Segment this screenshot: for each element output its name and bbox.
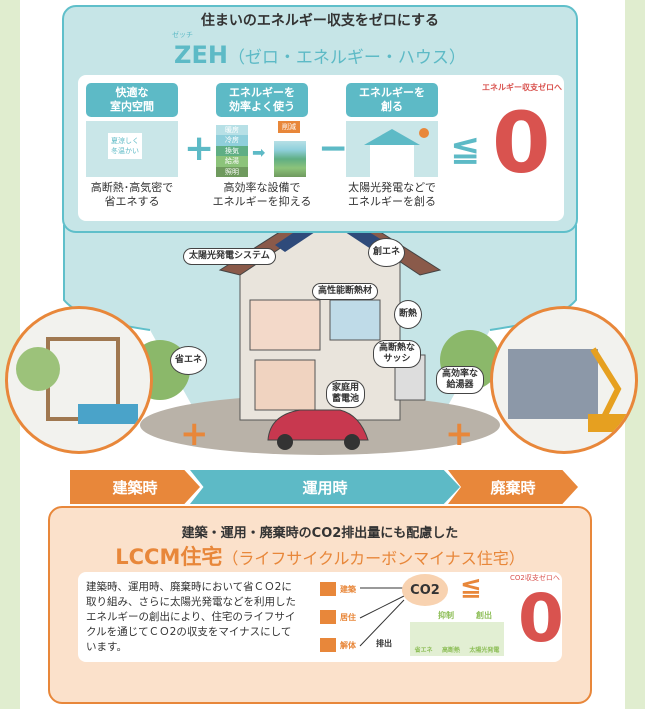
co2-cloud: CO2 [402, 574, 448, 606]
bar-heating: 暖房 [216, 125, 248, 136]
solar-house-picture [346, 121, 438, 177]
label-solar: 太陽光発電システム [183, 248, 276, 265]
measure-solar: 太陽光発電 [469, 647, 500, 654]
zeh-formula: 快適な 室内空間 夏涼しく 冬温かい 高断熱･高気密で 省エネする + エネルギ… [78, 75, 564, 221]
lccm-zero-note: CO2収支ゼロへ [510, 574, 560, 582]
zero-note: エネルギー収支ゼロへ [482, 83, 562, 92]
source-construction: 建築 [340, 585, 356, 594]
emit-label: 排出 [376, 639, 392, 648]
lccm-leq: ≦ [460, 572, 482, 602]
step1-header: 快適な 室内空間 [86, 83, 178, 117]
lccm-subtitle: 建築・運用・廃棄時のCO2排出量にも配慮した [181, 526, 459, 541]
measure-save-energy: 省エネ [414, 647, 433, 654]
house-snow-picture: 夏涼しく 冬温かい [86, 121, 178, 177]
phase-operation: 運用時 [190, 470, 460, 504]
label-sash: 高断熱な サッシ [373, 340, 422, 368]
step1-caption: 高断熱･高気密で 省エネする [90, 181, 174, 208]
source-living: 居住 [340, 613, 356, 622]
step2-header: エネルギーを 効率よく使う [216, 83, 308, 117]
reduced-bars [274, 141, 306, 177]
measure-insulation: 高断熱 [441, 647, 460, 654]
zeh-subtitle: 住まいのエネルギー収支をゼロにする [200, 13, 440, 29]
label-create-energy: 創エネ [368, 238, 406, 267]
lccm-title: LCCM住宅 [115, 545, 223, 569]
label-water-heater: 高効率な 給湯器 [436, 366, 485, 394]
suppress-label: 抑制 [438, 611, 454, 620]
lccm-body: 建築時、運用時、廃棄時において省ＣＯ2に取り組み、さらに太陽光発電などを利用した… [86, 581, 296, 653]
phase-disposal: 廃棄時 [448, 470, 578, 504]
lccm-content: 建築時、運用時、廃棄時において省ＣＯ2に取り組み、さらに太陽光発電などを利用した… [78, 572, 564, 662]
phase-construction: 建築時 [70, 470, 200, 504]
bar-hot-water: 給湯 [216, 156, 248, 167]
label-save-energy: 省エネ [170, 346, 208, 375]
plus-mark-right: + [445, 414, 474, 454]
minus-operator: − [318, 128, 349, 169]
energy-bars: 暖房 冷房 換気 給湯 照明 ➡ 削減 [216, 121, 308, 178]
zeh-title-paren: （ゼロ・エネルギー・ハウス） [227, 48, 466, 68]
plus-mark-left: + [180, 414, 209, 454]
demolition-scene [490, 306, 638, 454]
construction-scene [5, 306, 153, 454]
step3-header: エネルギーを 創る [346, 83, 438, 117]
right-side-strip [625, 0, 645, 709]
arrow-right-icon: ➡ [252, 143, 266, 162]
lccm-title-paren: （ライフサイクルカーボンマイナス住宅） [222, 549, 525, 568]
lccm-panel: 建築・運用・廃棄時のCO2排出量にも配慮した LCCM住宅（ライフサイクルカーボ… [48, 506, 592, 704]
emission-arrows [320, 582, 406, 652]
picture-text: 夏涼しく 冬温かい [108, 133, 142, 159]
label-battery: 家庭用 蓄電池 [326, 380, 366, 408]
leq-operator: ≦ [450, 128, 481, 169]
label-insulation: 断熱 [394, 300, 423, 329]
measures-box: 省エネ 高断熱 太陽光発電 [410, 622, 504, 656]
zeh-ruby: ゼッチ [172, 31, 193, 39]
lccm-zero-value: 0 [518, 580, 564, 657]
zeh-panel: 住まいのエネルギー収支をゼロにする ゼッチ ZEH（ゼロ・エネルギー・ハウス） … [62, 5, 578, 233]
source-demolition: 解体 [340, 641, 356, 650]
create-label: 創出 [476, 611, 492, 620]
car-illustration [267, 409, 369, 450]
bar-lighting: 照明 [216, 166, 248, 178]
step3-caption: 太陽光発電などで エネルギーを創る [348, 181, 436, 208]
bar-ventilation: 換気 [216, 145, 248, 157]
bar-cooling: 冷房 [216, 135, 248, 146]
reduction-badge: 削減 [278, 121, 300, 133]
plus-operator: + [184, 128, 215, 169]
label-insulation-material: 高性能断熱材 [312, 283, 379, 300]
zeh-title: ZEH [174, 41, 228, 69]
step2-caption: 高効率な設備で エネルギーを抑える [212, 181, 312, 208]
zero-value: 0 [492, 94, 551, 192]
